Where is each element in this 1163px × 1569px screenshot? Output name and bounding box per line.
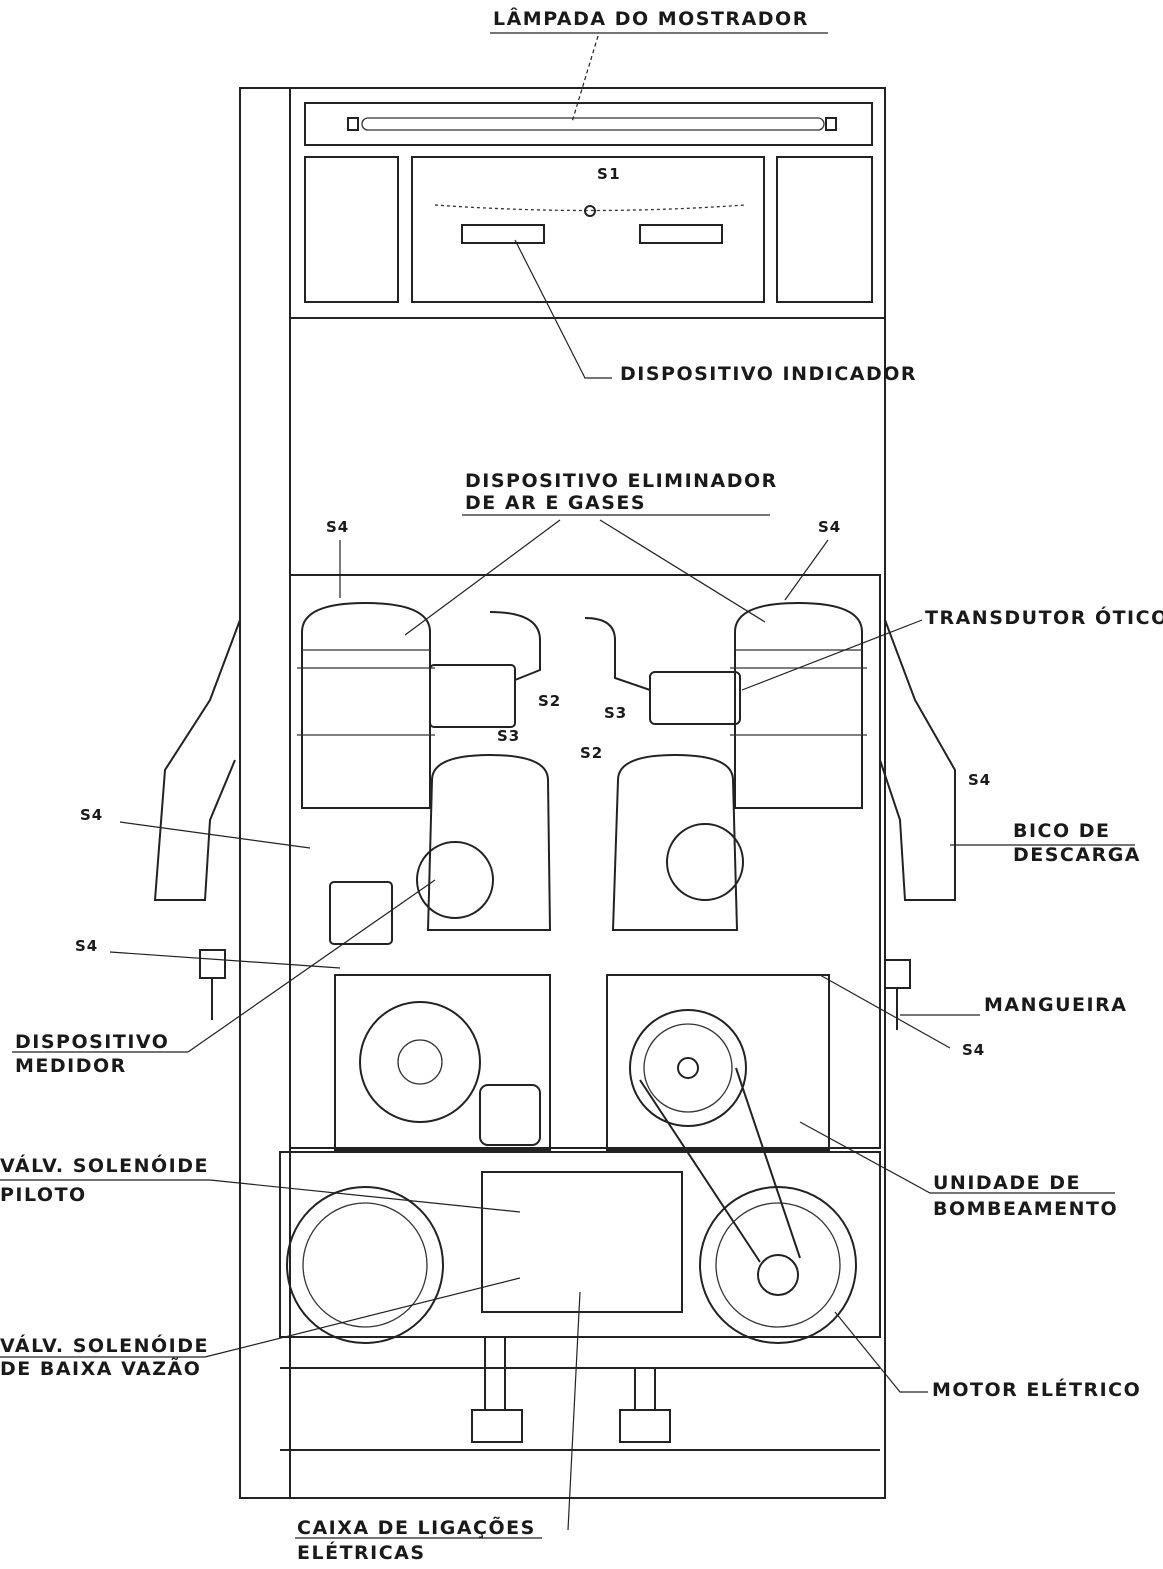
s4-top-right-label: S4 [818,518,842,536]
air-gas-eliminator-left [297,601,435,809]
s1-label: S1 [597,165,622,183]
nozzle-left [153,619,241,1020]
low-flow-valve-label-line2: DE BAIXA VAZÃO [0,1358,202,1380]
nozzle-label-line1: BICO DE [1013,820,1111,842]
optical-transducer [584,617,741,725]
s3-right-label: S3 [604,704,628,722]
leader-lines [0,32,1135,1539]
junction-box-label-line1: CAIXA DE LIGAÇÕES [297,1517,536,1539]
s2-right-label: S2 [580,744,604,762]
pilot-valve-label-line2: PILOTO [0,1184,87,1206]
display-panels [304,156,873,303]
electric-motor-left [286,1186,444,1344]
air-eliminator-label-line2: DE AR E GASES [465,492,647,514]
air-gas-eliminator-right [730,601,867,809]
display-lamp-label: LÂMPADA DO MOSTRADOR [493,8,809,30]
s4-lower-left-label: S4 [75,937,99,955]
pump-unit-label-line1: UNIDADE DE [933,1172,1081,1194]
meter-left [329,753,552,945]
hose-label: MANGUEIRA [984,994,1128,1016]
electric-motor-label: MOTOR ELÉTRICO [932,1379,1142,1401]
s3-left-label: S3 [497,727,521,745]
electric-motor-right [639,1067,857,1344]
s4-lower-right-label: S4 [962,1041,986,1059]
nozzle-right [879,619,956,1030]
pilot-valve-label-line1: VÁLV. SOLENÓIDE [0,1155,209,1177]
low-flow-valve-label-line1: VÁLV. SOLENÓIDE [0,1335,209,1357]
hydraulics-compartment [279,574,881,1451]
display-lamp [304,102,873,146]
outlet-fittings [471,1337,671,1443]
indicator-device-label: DISPOSITIVO INDICADOR [620,363,918,385]
junction-box-label-line2: ELÉTRICAS [297,1542,426,1564]
pump-unit-label-line2: BOMBEAMENTO [933,1198,1119,1220]
s4-top-left-label: S4 [326,518,350,536]
optical-transducer-label: TRANSDUTOR ÓTICO [925,607,1163,629]
s4-mid-left-label: S4 [80,806,104,824]
meter-label-line1: DISPOSITIVO [15,1031,170,1053]
s4-mid-right-label: S4 [968,771,992,789]
meter-label-line2: MEDIDOR [15,1055,127,1077]
air-eliminator-label-line1: DISPOSITIVO ELIMINADOR [465,470,778,492]
meter-right [611,753,744,931]
s2-left-label: S2 [538,692,562,710]
pipe-left [429,611,541,728]
electrical-junction-box [481,1171,683,1313]
pump-unit-right [606,974,830,1151]
nozzle-label-line2: DESCARGA [1013,844,1142,866]
dispenser-cabinet [239,87,886,1499]
pump-unit-left [334,974,551,1151]
